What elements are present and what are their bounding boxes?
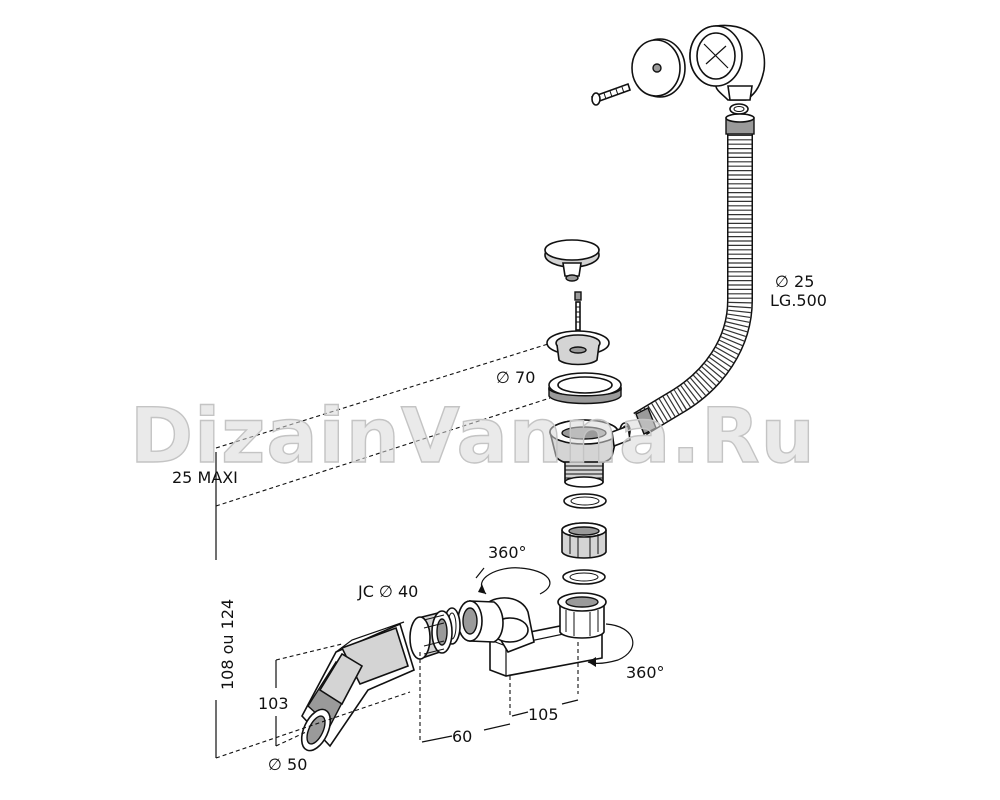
overflow-seal-ring [729,103,749,115]
trap-rotation-label: 360° [626,663,665,682]
waste-seal-ring [548,372,622,405]
waste-nut [561,522,607,559]
waste-body [549,419,631,488]
overflow-body [689,24,766,101]
trap-spacing-label: 105 [528,705,559,724]
overflow-flexible-hose [633,113,755,436]
max-tub-thickness-label: 25 MAXI [172,468,238,487]
outlet-pipe [300,621,415,752]
overflow-hose-diameter-label: ∅ 25 [775,272,814,291]
elbow-rotation-label: 360° [488,543,527,562]
flat-washer-lower [562,569,606,585]
dimension-lines [215,343,579,759]
outlet-height-label: 103 [258,694,289,713]
elbow-rotation-arrow [475,567,551,595]
waste-grid-flange [546,330,610,366]
plug-stem-screw [574,291,582,331]
connection-diameter-label: JC ∅ 40 [357,582,418,601]
waste-height-label: 108 ou 124 [218,599,237,690]
overflow-cover-plate [631,38,686,98]
outlet-diameter-label: ∅ 50 [268,755,307,774]
flat-washer-upper [563,493,607,509]
watermark-text: DizainVanna.Ru [130,391,816,480]
outlet-nut [409,610,453,660]
overflow-screw [590,82,632,106]
outlet-offset-label: 60 [452,727,472,746]
swivel-elbow [457,597,535,653]
waste-plug-cap [544,239,600,282]
trap-body [489,592,607,677]
waste-flange-diameter-label: ∅ 70 [496,368,535,387]
trap-rotation-arrow [587,623,634,667]
overflow-hose-length-label: LG.500 [770,291,827,310]
